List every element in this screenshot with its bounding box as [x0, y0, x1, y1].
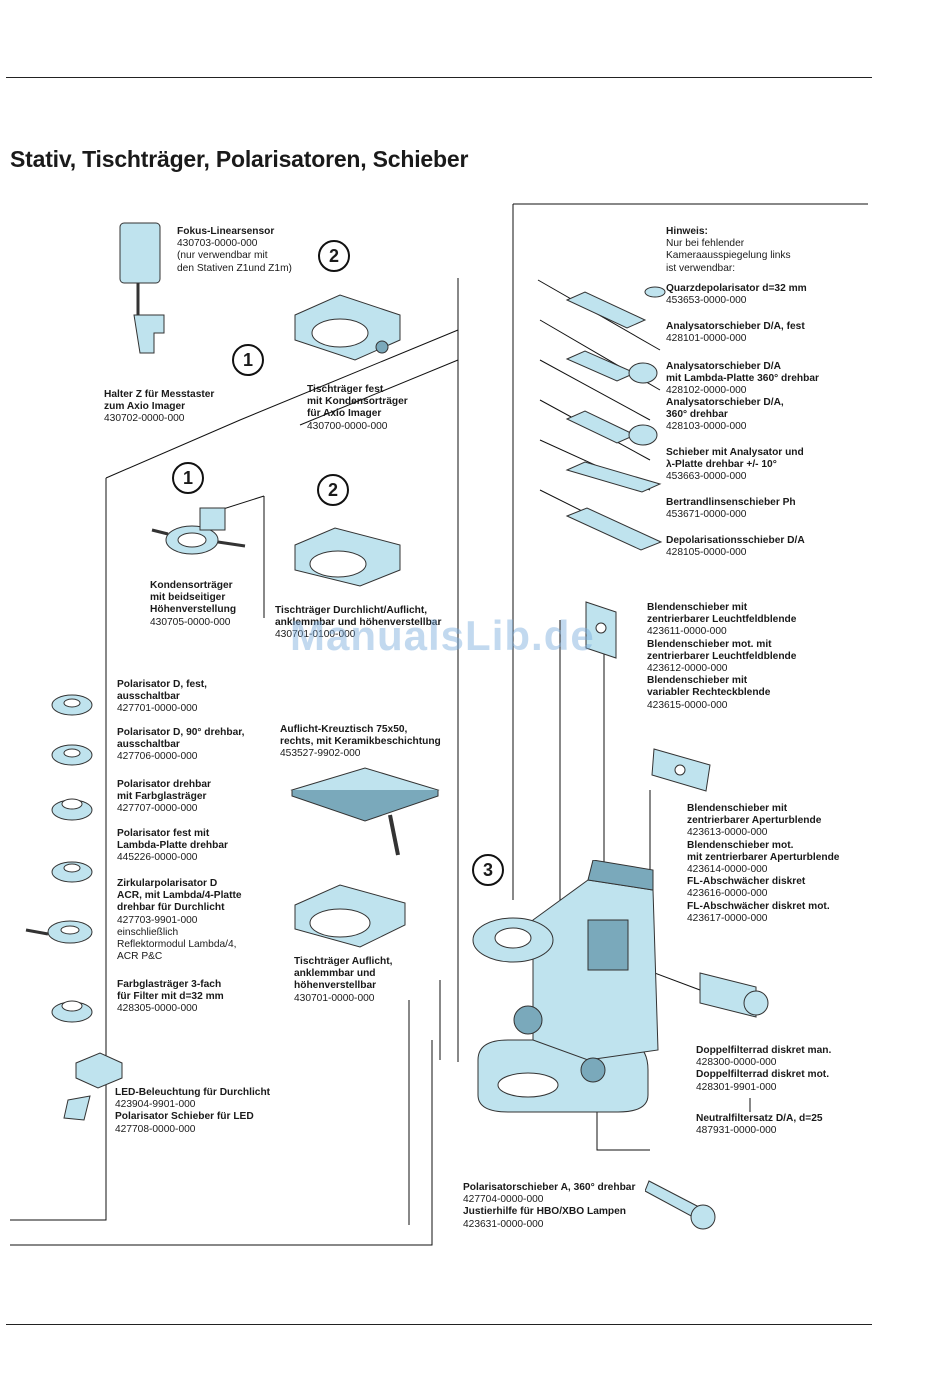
farbglastraeger-illustration — [51, 1000, 93, 1023]
watermark: ManualsLib.de — [290, 612, 595, 659]
analysator-lambda-illustration — [565, 350, 658, 384]
quarz-analysator-slider-illustration — [565, 286, 666, 329]
callout-1-top: 1 — [232, 344, 264, 376]
analysator-360-illustration — [565, 410, 658, 446]
polarisator-3-illustration — [51, 798, 93, 821]
callout-3: 3 — [472, 854, 504, 886]
fokus-sensor-illustration — [119, 222, 165, 354]
label-tischtraeger-durchlicht: Tischträger Durchlicht/Auflicht, anklemm… — [275, 605, 442, 641]
depol-slider-illustration — [565, 507, 663, 551]
polarisatorschieber-a-illustration — [645, 1180, 716, 1230]
polarisator-4-illustration — [51, 861, 93, 883]
label-halter-z: Halter Z für Messtaster zum Axio Imager … — [104, 389, 215, 425]
apertur-slider-illustration — [651, 748, 711, 792]
polarisator-2-illustration — [51, 744, 93, 766]
callout-2-middle: 2 — [317, 474, 349, 506]
callout-1-middle: 1 — [172, 462, 204, 494]
label-kondensortraeger: Kondensorträger mit beidseitiger Höhenve… — [150, 580, 237, 628]
blendenschieber-illustration — [585, 601, 617, 659]
top-rule — [6, 77, 872, 78]
callout-2-top: 2 — [318, 240, 350, 272]
label-doppelfilterrad: Doppelfilterrad diskret man.428300-0000-… — [696, 1045, 832, 1093]
led-illustration — [63, 1052, 123, 1121]
tischtraeger-durchlicht-illustration — [294, 527, 401, 587]
bottom-rule — [6, 1324, 872, 1325]
doppelfilterrad-illustration — [699, 972, 769, 1018]
bertrand-slider-illustration — [565, 461, 662, 493]
tischtraeger-fest-illustration — [294, 294, 401, 361]
label-tischtraeger-fest: Tischträger fest mit Kondensorträger für… — [307, 384, 408, 432]
page-title: Stativ, Tischträger, Polarisatoren, Schi… — [10, 146, 469, 172]
kondensortraeger-illustration — [151, 507, 246, 555]
label-fokus-linearsensor: Fokus-Linearsensor 430703-0000-000 (nur … — [177, 226, 292, 274]
label-kreuztisch: Auflicht-Kreuztisch 75x50,rechts, mit Ke… — [280, 724, 441, 760]
zirkularpolarisator-illustration — [25, 920, 93, 944]
microscope-stand-illustration — [472, 860, 659, 1113]
kreuztisch-illustration — [290, 767, 440, 856]
tischtraeger-auflicht-illustration — [294, 884, 406, 948]
polarisator-1-illustration — [51, 694, 93, 716]
